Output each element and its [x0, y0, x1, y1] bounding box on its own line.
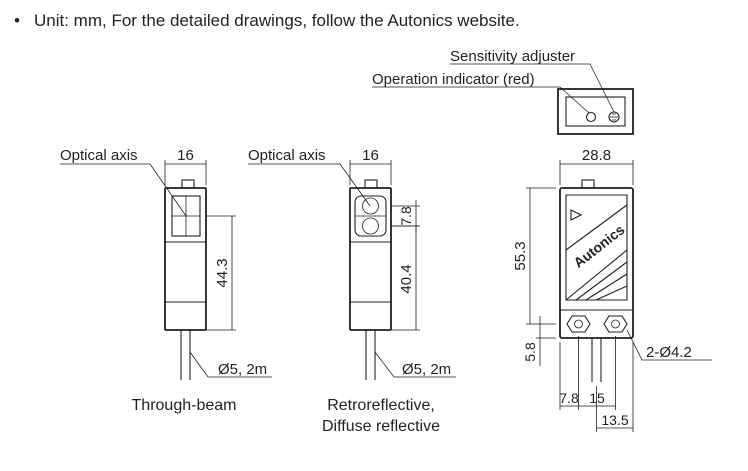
direction-triangle-icon — [570, 209, 583, 221]
dim-x3: 13.5 — [601, 412, 628, 428]
autonics-logo: Autonics — [570, 221, 627, 271]
dim-lens-rd: 7.8 — [398, 206, 414, 226]
unit-note: Unit: mm, For the detailed drawings, fol… — [34, 11, 520, 30]
operation-indicator-led — [585, 111, 597, 123]
dim-width-side: 28.8 — [582, 147, 611, 164]
caption-diffuse-reflective: Diffuse reflective — [322, 418, 440, 435]
sensitivity-adjuster-label: Sensitivity adjuster — [450, 48, 575, 65]
dim-width-tb: 16 — [177, 147, 194, 164]
retro-diffuse-drawing — [248, 160, 456, 380]
optical-axis-label-2: Optical axis — [248, 147, 326, 164]
operation-indicator-label: Operation indicator (red) — [372, 71, 535, 88]
dim-x1: 7.8 — [559, 390, 579, 406]
dim-height-tb: 44.3 — [214, 258, 231, 287]
through-beam-drawing — [60, 160, 272, 380]
dim-width-rd: 16 — [362, 147, 379, 164]
holes-label: 2-Ø4.2 — [646, 344, 692, 361]
cable-label-tb: Ø5, 2m — [218, 361, 267, 378]
caption-through-beam: Through-beam — [132, 397, 237, 414]
caption-retroreflective: Retroreflective, — [327, 397, 435, 414]
top-view-drawing — [372, 63, 634, 135]
dim-x2: 15 — [589, 390, 605, 406]
dim-height-rd: 40.4 — [398, 264, 415, 293]
bullet: • — [14, 11, 20, 30]
optical-axis-label-1: Optical axis — [60, 147, 138, 164]
side-view-drawing — [526, 160, 712, 432]
cable-label-rd: Ø5, 2m — [402, 361, 451, 378]
dim-height-side: 55.3 — [512, 241, 529, 270]
dim-mount-side: 5.8 — [522, 342, 538, 362]
